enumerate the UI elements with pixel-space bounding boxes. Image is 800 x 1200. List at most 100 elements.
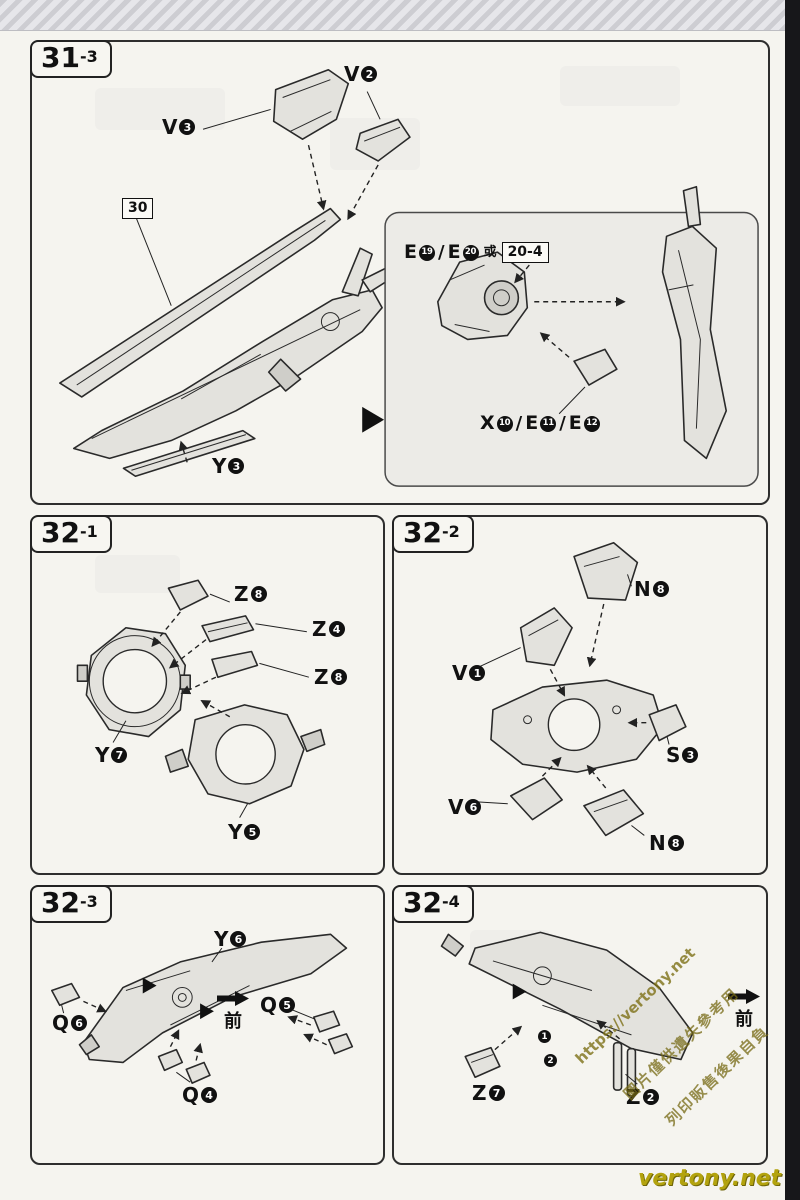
assembly-arrow [180,676,217,695]
assembly-arrow [514,264,530,284]
label-leader [211,947,223,963]
step-badge-31-3: 31-3 [30,40,112,78]
step-substep: -1 [79,522,98,541]
step-number: 32 [41,886,80,919]
watermark-site-name: vertony.net [638,1166,782,1191]
assembly-arrow [586,603,605,668]
part-letter: Y [212,454,227,478]
step-substep: -3 [79,892,98,911]
front-direction-indicator: 前 [217,991,249,1033]
step-number: 31 [41,41,80,74]
order-badge-2: 2 [544,1054,557,1067]
slash-separator: / [515,412,523,434]
label-leader [666,736,670,745]
step-badge-32-2: 32-2 [392,515,474,553]
part-letter: Q [182,1083,200,1107]
label-leader [631,825,645,836]
part-letter: V [452,661,468,685]
part-number-badge: 8 [250,586,267,602]
boxed-step-ref-20-4: 20-4 [501,242,549,264]
weapon-body-drawing [78,933,348,1064]
label-leader [366,91,381,120]
assembly-arrow [347,164,379,221]
part-n8-bottom-drawing [583,789,645,837]
part-number-badge: 19 [418,244,435,261]
part-q6-drawing [50,982,81,1007]
part-y3-drawing [122,429,256,478]
order-badge-1: 1 [538,1030,551,1043]
step-badge-32-3: 32-3 [30,885,112,923]
part-v3-drawing [272,68,350,140]
front-character: 前 [735,1009,753,1030]
part-number-badge: 5 [279,997,296,1013]
part-number-badge: 4 [328,621,345,637]
step-badge-32-4: 32-4 [392,885,474,923]
part-letter: Y [95,743,110,767]
scan-top-edge-pattern [0,0,800,31]
label-leader [135,218,172,306]
assembly-diagram-32-1 [76,579,326,818]
label-leader [202,108,271,130]
part-number-badge: 8 [652,581,669,597]
assembly-arrow [541,756,562,777]
part-number-badge: 5 [244,824,261,840]
boxed-part-number: 30 [122,198,154,220]
part-number-badge: 6 [230,931,247,947]
part-z4-drawing [201,615,255,643]
assembly-diagram-32-4 [440,931,694,1097]
slash-separator: / [559,412,566,434]
part-letter: Z [312,617,327,641]
part-y7-frame-drawing [76,626,191,738]
part-number-badge: 12 [583,415,600,432]
part-letter: V [448,795,464,819]
part-z2-saber-handles-drawing [612,1041,637,1097]
label-leader [209,593,230,603]
front-direction-indicator: 前 [728,989,760,1031]
label-leader [625,1073,638,1085]
step-number: 32 [403,516,442,549]
part-label-30: 30 [122,198,154,220]
part-letter: Q [52,1011,70,1035]
assembly-arrow [596,1019,621,1040]
step-substep: -2 [441,522,460,541]
part-n8-top-drawing [573,541,639,601]
bleed-through [560,66,680,106]
part-number-badge: 3 [228,458,245,474]
part-letter: E [447,241,461,264]
label-leader [259,662,309,678]
step-number: 32 [403,886,442,919]
hip-disc-drawing [490,679,664,773]
part-number-badge: 6 [71,1015,88,1031]
part-z7-drawing [464,1046,501,1079]
label-leader [475,801,508,805]
step-badge-32-1: 32-1 [30,515,112,553]
part-letter: E [568,412,582,434]
inset-pointer-arrow-icon [362,406,385,433]
assembly-diagram-32-2 [475,541,687,837]
part-letter: Z [234,582,249,606]
part-number-badge: 11 [540,415,557,432]
part-number-badge: 4 [201,1087,218,1103]
slash-separator: / [437,241,445,263]
label-leader [61,1005,65,1014]
assembly-arrow [168,639,207,669]
step-substep: -4 [441,892,460,911]
part-letter: E [525,412,539,434]
assembly-arrow [193,1042,203,1061]
part-number-badge: 6 [465,799,482,815]
label-leader [239,803,248,818]
part-y5-plate-drawing [164,704,326,805]
assembly-diagram-32-3 [50,933,354,1084]
